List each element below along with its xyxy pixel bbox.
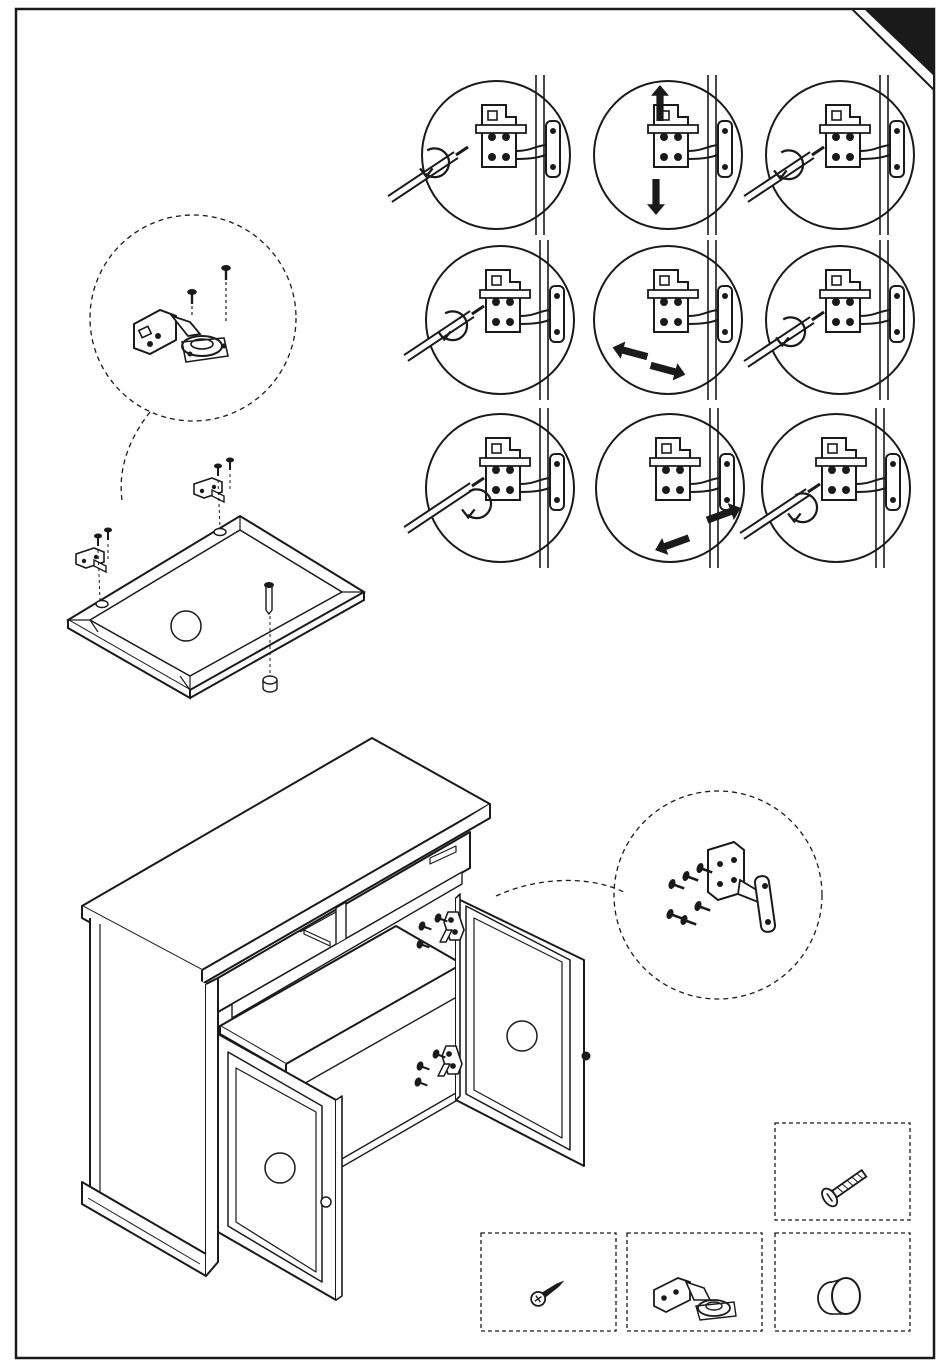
left-door-marker-circle <box>265 1153 295 1183</box>
part-box-hinge <box>627 1233 762 1331</box>
right-door-marker-circle <box>507 1021 537 1051</box>
part-box-wood-screw <box>481 1233 616 1331</box>
hinge-adjustment-grid <box>390 75 914 568</box>
part-box-machine-screw <box>775 1123 910 1220</box>
panel-marker-circle <box>171 611 201 641</box>
part-box-knob <box>775 1233 910 1331</box>
